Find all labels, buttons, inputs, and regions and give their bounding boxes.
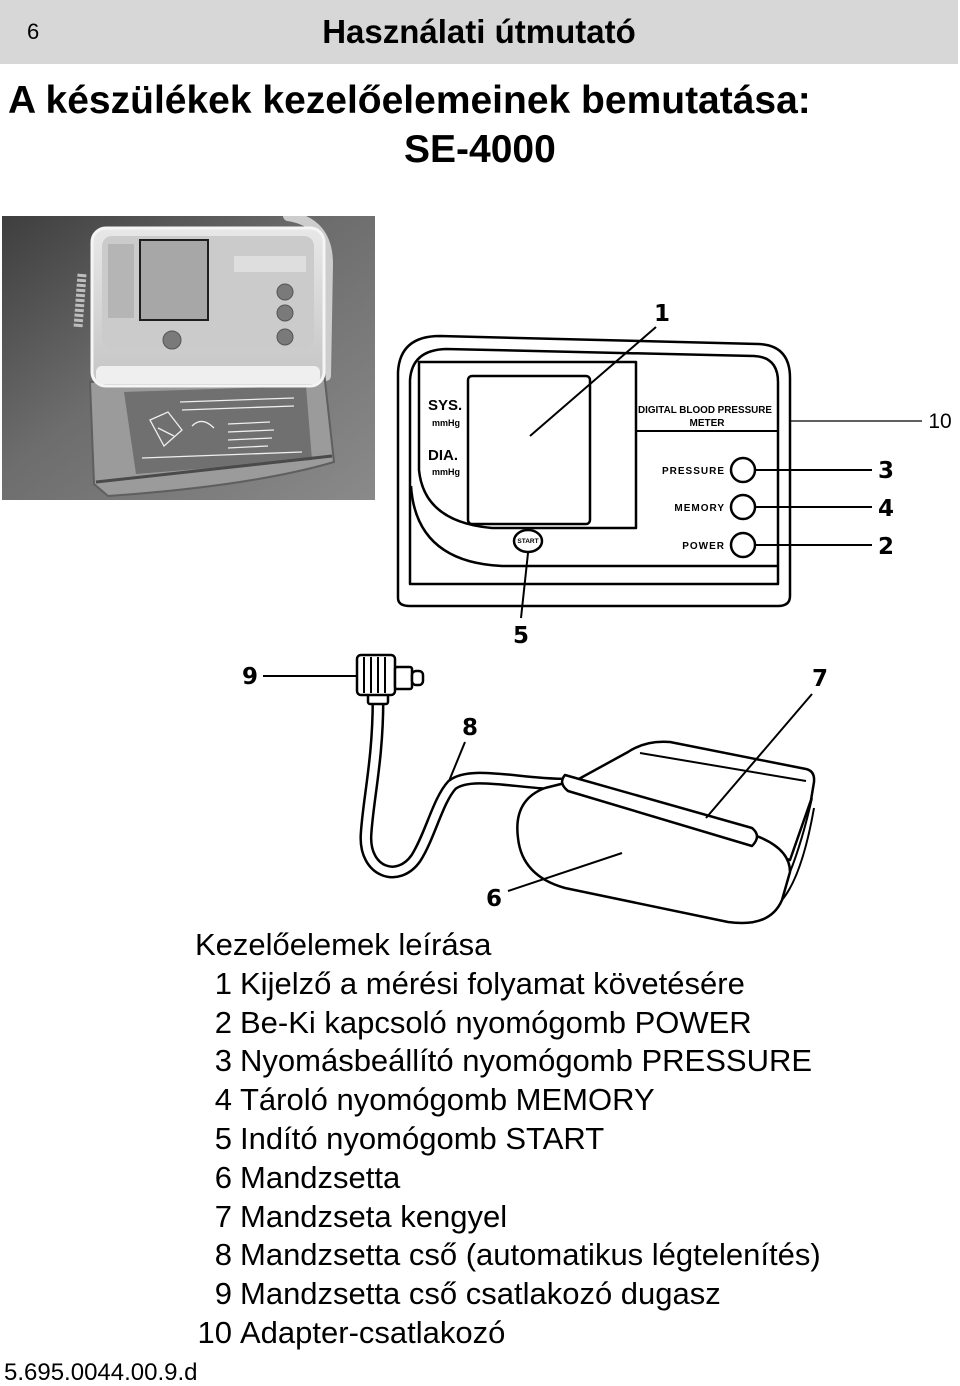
item-number: 6 xyxy=(214,1159,232,1195)
callout-6: 6 xyxy=(486,886,502,912)
item-text: Indító nyomógomb START xyxy=(240,1120,605,1156)
photo-lcd-screen xyxy=(139,239,209,321)
photo-memory-button xyxy=(276,304,294,322)
item-number: 4 xyxy=(214,1082,232,1118)
power-button-label: POWER xyxy=(682,541,725,552)
item-text: Mandzsetta cső (automatikus légtelenítés… xyxy=(240,1237,821,1273)
model-name: SE-4000 xyxy=(404,128,556,171)
list-item: 6 Mandzsetta xyxy=(190,1159,821,1198)
list-item: 4 Tároló nyomógomb MEMORY xyxy=(190,1081,821,1120)
photo-device-base xyxy=(96,366,320,384)
callout-line-1 xyxy=(529,326,657,437)
item-number: 10 xyxy=(197,1314,232,1350)
photo-tube-connector xyxy=(73,273,87,329)
photo-cuff-print xyxy=(124,386,312,474)
callout-8: 8 xyxy=(462,715,478,741)
item-number: 5 xyxy=(214,1120,232,1156)
header-bar: 6 Használati útmutató xyxy=(0,0,958,64)
dia-unit-label: mmHg xyxy=(432,467,460,477)
item-text: Adapter-csatlakozó xyxy=(240,1314,506,1350)
callout-3: 3 xyxy=(878,458,894,484)
blood-pressure-monitor-drawing xyxy=(396,334,792,608)
cuff-tube xyxy=(359,699,563,879)
item-text: Mandzsetta xyxy=(240,1159,401,1195)
list-item: 8 Mandzsetta cső (automatikus légtelenít… xyxy=(190,1236,821,1275)
cuff-ring-band xyxy=(560,773,759,848)
device-photo xyxy=(2,216,375,500)
item-number: 2 xyxy=(214,1004,232,1040)
sys-unit-label: mmHg xyxy=(432,418,460,428)
start-button xyxy=(512,528,544,554)
callout-7: 7 xyxy=(812,666,828,692)
callout-10: 10 xyxy=(928,410,951,433)
item-text: Tároló nyomógomb MEMORY xyxy=(240,1082,655,1118)
item-number: 9 xyxy=(214,1276,232,1312)
list-item: 1 Kijelző a mérési folyamat követésére xyxy=(190,965,821,1004)
list-item: 7 Mandzseta kengyel xyxy=(190,1198,821,1237)
memory-button-label: MEMORY xyxy=(674,503,725,514)
list-item: 5 Indító nyomógomb START xyxy=(190,1120,821,1159)
callout-lines xyxy=(263,326,922,892)
start-button-label: START xyxy=(517,538,538,545)
photo-cuff-instructions xyxy=(141,397,303,459)
item-text: Nyomásbeállító nyomógomb PRESSURE xyxy=(240,1043,813,1079)
item-text: Be-Ki kapcsoló nyomógomb POWER xyxy=(240,1004,752,1040)
power-button xyxy=(729,531,757,559)
controls-description: Kezelőelemek leírása 1 Kijelző a mérési … xyxy=(190,926,821,1353)
display-panel-shelf xyxy=(409,485,778,568)
callout-line-8 xyxy=(448,741,466,782)
list-item: 3 Nyomásbeállító nyomógomb PRESSURE xyxy=(190,1042,821,1081)
memory-button xyxy=(729,493,757,521)
item-text: Mandzsetta cső csatlakozó dugasz xyxy=(240,1276,721,1312)
callout-1: 1 xyxy=(654,301,670,327)
lcd-screen xyxy=(466,374,592,526)
display-panel xyxy=(417,360,638,530)
list-item: 10 Adapter-csatlakozó xyxy=(190,1314,821,1353)
photo-pressure-button xyxy=(276,283,294,301)
list-item: 2 Be-Ki kapcsoló nyomógomb POWER xyxy=(190,1004,821,1043)
item-text: Mandzseta kengyel xyxy=(240,1198,508,1234)
photo-power-button xyxy=(276,328,294,346)
item-number: 1 xyxy=(214,965,232,1001)
device-diagram: SYS. mmHg DIA. mmHg DIGITAL BLOOD PRESSU… xyxy=(242,301,952,925)
page-number: 6 xyxy=(27,19,40,44)
photo-label-strip xyxy=(108,244,134,318)
item-number: 8 xyxy=(214,1237,232,1273)
callout-line-5 xyxy=(520,552,529,619)
tube-connector-plug xyxy=(355,653,425,706)
cuff-flap-edge xyxy=(639,752,807,782)
item-text: Kijelző a mérési folyamat követésére xyxy=(240,965,745,1001)
list-item: 9 Mandzsetta cső csatlakozó dugasz xyxy=(190,1275,821,1314)
photo-start-button xyxy=(162,330,182,350)
sys-label: SYS. xyxy=(428,397,462,414)
callout-line-6 xyxy=(507,852,623,892)
document-code: 5.695.0044.00.9.d xyxy=(4,1359,198,1386)
callout-9: 9 xyxy=(242,664,258,690)
callout-4: 4 xyxy=(878,496,894,522)
callout-5: 5 xyxy=(513,623,529,649)
product-name-line2: METER xyxy=(690,418,726,429)
cuff xyxy=(516,740,816,925)
pressure-button xyxy=(729,456,757,484)
cuff-side-fold xyxy=(781,797,815,901)
product-name-line1: DIGITAL BLOOD PRESSURE xyxy=(638,405,772,416)
dia-label: DIA. xyxy=(428,447,458,464)
photo-cuff-strap xyxy=(95,454,333,484)
photo-product-label xyxy=(234,256,306,272)
section-heading: A készülékek kezelőelemeinek bemutatása: xyxy=(8,79,811,122)
description-title: Kezelőelemek leírása xyxy=(195,927,492,962)
header-title: Használati útmutató xyxy=(322,13,636,50)
pressure-button-label: PRESSURE xyxy=(662,466,725,477)
item-number: 7 xyxy=(214,1198,232,1234)
callout-2: 2 xyxy=(878,534,894,560)
item-number: 3 xyxy=(214,1043,232,1079)
device-inner-frame xyxy=(408,347,780,586)
callout-line-7 xyxy=(705,693,813,819)
